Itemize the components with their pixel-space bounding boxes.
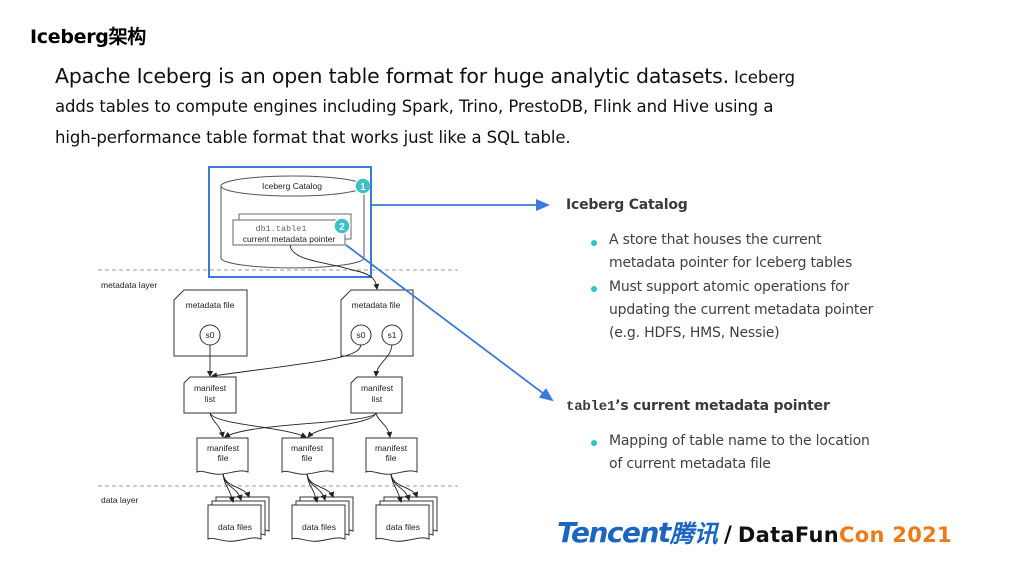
datafun-logo: DataFun: [737, 523, 839, 547]
manifest-list-1-line1: manifest: [194, 383, 227, 393]
manifest-file-2: manifest file: [281, 437, 334, 475]
catalog-highlight-box: [208, 166, 372, 278]
callout-catalog-bullet-1: A store that houses the current metadata…: [609, 229, 852, 275]
manifest-file-3-line2: file: [386, 453, 397, 463]
intro-lead: Apache Iceberg is an open table format f…: [55, 64, 729, 88]
data-files-label: data files: [218, 522, 252, 532]
bullet-line: Must support atomic operations for: [609, 279, 850, 295]
intro-line1-tail: Iceberg: [734, 68, 796, 87]
svg-text:1: 1: [360, 182, 366, 193]
data-file-sheet: [207, 504, 262, 542]
data-files-stack-1: data files: [207, 473, 270, 542]
table-name: db1.table1: [255, 224, 306, 234]
arrow-list2-to-mf3: [375, 412, 393, 438]
manifest-file-2-line1: manifest: [291, 443, 324, 453]
pointer-label: current metadata pointer: [243, 234, 336, 244]
logo-separator: /: [723, 523, 732, 548]
arrow-list1-to-mf1: [209, 412, 225, 438]
manifest-file-3: manifest file: [365, 437, 418, 475]
intro-line-1: Apache Iceberg is an open table format f…: [55, 64, 795, 88]
tencent-logo: Tencent: [557, 516, 671, 549]
metadata-layer-label: metadata layer: [101, 280, 157, 290]
bullet-line: (e.g. HDFS, HMS, Nessie): [609, 325, 780, 341]
callout-arrow-pointer: [345, 244, 554, 402]
manifest-list-1-line2: list: [205, 394, 216, 404]
bullet-line: metadata pointer for Iceberg tables: [609, 255, 853, 271]
data-file-sheet: [291, 504, 346, 542]
data-files-stack-3: data files: [375, 473, 438, 542]
callout-heading-catalog: Iceberg Catalog: [566, 197, 688, 213]
bullet-line: of current metadata file: [609, 456, 771, 472]
arrow-list2-to-mf2: [307, 412, 377, 438]
metadata-file-2: metadata file s0 s1: [340, 289, 414, 357]
pointer-arrow: [289, 244, 380, 290]
slide-title: Iceberg架构: [30, 26, 146, 48]
bullet-line: updating the current metadata pointer: [609, 302, 874, 318]
data-file-sheet: [375, 504, 430, 542]
data-files-label: data files: [386, 522, 420, 532]
data-file-groups: data files data files data files: [207, 473, 438, 542]
badge-1: 1: [354, 177, 372, 195]
manifest-file-1-line1: manifest: [207, 443, 240, 453]
manifest-file-1: manifest file: [196, 437, 249, 475]
arrow-manifest-to-data: [222, 473, 243, 501]
tencent-logo-cn: 腾讯: [669, 520, 718, 548]
arrow-manifest-to-data: [306, 473, 327, 501]
callout-pointer-bullet-1: Mapping of table name to the location of…: [609, 430, 870, 476]
snapshot-s1-label: s1: [388, 330, 397, 340]
footer-logos: Tencent腾讯/DataFunCon 2021: [557, 514, 952, 554]
metadata-file-2-label: metadata file: [352, 300, 401, 310]
bullet-dot: [591, 440, 597, 446]
intro-line-3: high-performance table format that works…: [55, 128, 571, 147]
arrow-s0b-to-list1: [211, 344, 362, 379]
manifest-list-2-line2: list: [372, 394, 383, 404]
arrow-list1-to-mf2: [209, 412, 307, 438]
snapshot-s0-label: s0: [206, 330, 215, 340]
metadata-file-1: metadata file s0: [173, 289, 248, 357]
snapshot-s0-label: s0: [357, 330, 366, 340]
manifest-file-3-line1: manifest: [375, 443, 408, 453]
arrow-manifest-to-data: [390, 473, 419, 498]
arrow-s1-to-list2: [373, 344, 393, 377]
manifest-file-2-line2: file: [302, 453, 313, 463]
bullet-dot: [591, 286, 597, 292]
manifest-file-1-line2: file: [218, 453, 229, 463]
arrow-manifest-to-data: [390, 473, 411, 501]
catalog-label: Iceberg Catalog: [262, 181, 322, 191]
callout-heading-code: table1: [566, 399, 616, 415]
bullet-dot: [591, 240, 597, 246]
arrow-manifest-to-data: [306, 473, 335, 498]
bullet-line: A store that houses the current: [609, 232, 822, 248]
manifest-list-1: manifest list: [183, 376, 237, 414]
datafuncon-year: Con 2021: [839, 523, 952, 547]
arrow-list2-to-mf1: [224, 412, 377, 438]
callout-catalog-bullet-2: Must support atomic operations for updat…: [609, 276, 873, 345]
intro-line-2: adds tables to compute engines including…: [55, 97, 774, 116]
bullet-line: Mapping of table name to the location: [609, 433, 870, 449]
metadata-file-1-label: metadata file: [186, 300, 235, 310]
arrow-manifest-to-data: [222, 473, 251, 498]
data-files-label: data files: [302, 522, 336, 532]
manifest-list-2-line1: manifest: [361, 383, 394, 393]
data-files-stack-2: data files: [291, 473, 354, 542]
callout-heading-rest: ’s current metadata pointer: [615, 398, 830, 414]
manifest-list-2: manifest list: [350, 376, 403, 414]
badge-2: 2: [333, 217, 351, 235]
data-layer-label: data layer: [101, 495, 138, 505]
callout-heading-pointer: table1’s current metadata pointer: [566, 398, 830, 415]
svg-text:2: 2: [339, 222, 345, 233]
